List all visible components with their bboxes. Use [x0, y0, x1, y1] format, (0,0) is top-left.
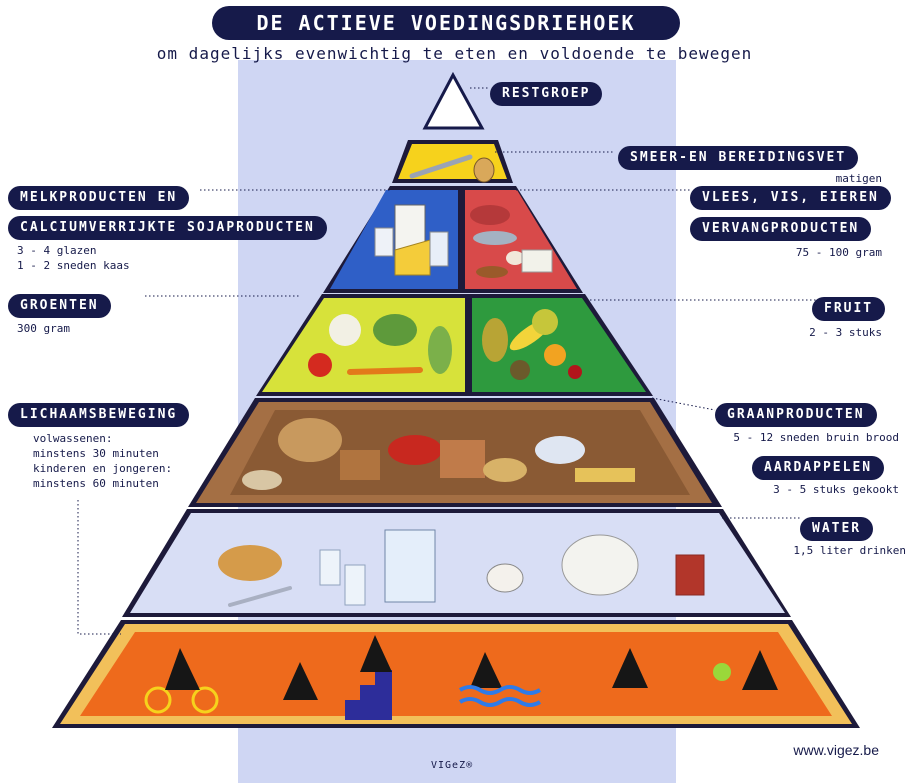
page-title: DE ACTIEVE VOEDINGSDRIEHOEK — [256, 11, 636, 35]
note-graan: 5 - 12 sneden bruin brood — [733, 431, 899, 444]
meat-illustration — [470, 205, 510, 225]
kiwi-illustration — [510, 360, 530, 380]
figure-dancing-illustration — [612, 648, 648, 688]
label-melk-1: MELKPRODUCTEN EN — [8, 186, 190, 210]
note-beweging-2: minstens 30 minuten — [33, 447, 159, 460]
note-melk-2: 1 - 2 sneden kaas — [17, 259, 130, 272]
bike-wheel-illustration — [144, 686, 172, 714]
cabbage-illustration — [373, 314, 417, 346]
figure-walking-illustration — [283, 662, 318, 700]
nuts-illustration — [476, 266, 508, 278]
pasta-illustration — [575, 468, 635, 482]
apple-illustration — [532, 309, 558, 335]
label-vlees: VLEES, VIS, EIEREN — [690, 186, 891, 210]
note-vlees: 75 - 100 gram — [795, 246, 882, 259]
figure-cycling-illustration — [165, 648, 200, 690]
figure-stairs-illustration — [360, 635, 392, 672]
eggs-illustration — [506, 251, 524, 265]
figure-ball-illustration — [742, 650, 778, 690]
teapot-illustration — [561, 534, 639, 596]
rice-bowl-illustration — [535, 436, 585, 464]
stairs-illustration — [345, 670, 392, 720]
note-water: 1,5 liter drinken — [793, 544, 906, 557]
title-banner — [212, 6, 680, 40]
note-beweging-4: minstens 60 minuten — [33, 477, 159, 490]
label-water: WATER — [800, 517, 874, 541]
water-glass-2-illustration — [344, 564, 366, 606]
tier-movement-inner — [80, 632, 832, 716]
yoghurt-illustration — [429, 231, 449, 267]
tennis-ball-illustration — [713, 663, 731, 681]
note-aardappel: 3 - 5 stuks gekookt — [773, 483, 899, 496]
spoon-illustration — [228, 586, 292, 607]
tea-glass-illustration — [675, 554, 705, 596]
pear-illustration — [482, 318, 508, 362]
fish-illustration — [473, 231, 517, 245]
knife-illustration — [409, 154, 473, 179]
label-melk-2: CALCIUMVERRIJKTE SOJAPRODUCTEN — [8, 216, 327, 240]
label-fruit: FRUIT — [812, 297, 886, 321]
label-aardappel: AARDAPPELEN — [752, 456, 885, 480]
note-groenten: 300 gram — [17, 322, 70, 335]
leader-graan — [651, 397, 716, 411]
water-jug-illustration — [384, 529, 436, 603]
cherries-illustration — [568, 365, 582, 379]
note-fruit: 2 - 3 stuks — [809, 326, 882, 339]
tier-restgroep — [422, 71, 485, 130]
bread-illustration — [278, 418, 342, 462]
milk-glass-illustration — [374, 227, 394, 257]
bowl-illustration — [218, 545, 282, 581]
carrot-illustration — [347, 367, 423, 375]
cereal-bowl-illustration — [388, 435, 442, 465]
leader-beweging — [77, 500, 121, 635]
water-glass-illustration — [319, 549, 341, 586]
label-groenten: GROENTEN — [8, 294, 111, 318]
vigez-logo: VIGeZ® — [431, 760, 474, 771]
leek-illustration — [428, 326, 452, 374]
note-melk-1: 3 - 4 glazen — [17, 244, 97, 257]
website-url: www.vigez.be — [793, 742, 879, 758]
waves-illustration — [458, 685, 542, 707]
note-smeer: matigen — [835, 172, 882, 185]
note-beweging-3: kinderen en jongeren: — [33, 462, 173, 475]
cauliflower-illustration — [329, 314, 361, 346]
orange-illustration — [544, 344, 566, 366]
note-beweging-1: volwassenen: — [33, 432, 113, 445]
figure-swimming-illustration — [470, 652, 502, 688]
bread-slices-illustration — [340, 450, 380, 480]
coffee-cup-illustration — [486, 563, 524, 593]
crackers-illustration — [440, 440, 485, 478]
label-restgroep: RESTGROEP — [490, 82, 603, 106]
label-graan: GRAANPRODUCTEN — [715, 403, 877, 427]
tomato-illustration — [308, 353, 332, 377]
label-beweging: LICHAAMSBEWEGING — [8, 403, 190, 427]
cheese-illustration — [394, 239, 431, 276]
leader-lines — [77, 87, 820, 635]
page-subtitle: om dagelijks evenwichtig te eten en vold… — [156, 44, 753, 63]
potatoes-illustration — [483, 458, 527, 482]
tofu-illustration — [521, 249, 553, 273]
mushrooms-illustration — [242, 470, 282, 490]
label-smeer: SMEER-EN BEREIDINGSVET — [618, 146, 859, 170]
bike-wheel-2-illustration — [191, 686, 219, 714]
label-vervang: VERVANGPRODUCTEN — [690, 217, 872, 241]
oil-bottle-illustration — [473, 157, 495, 183]
